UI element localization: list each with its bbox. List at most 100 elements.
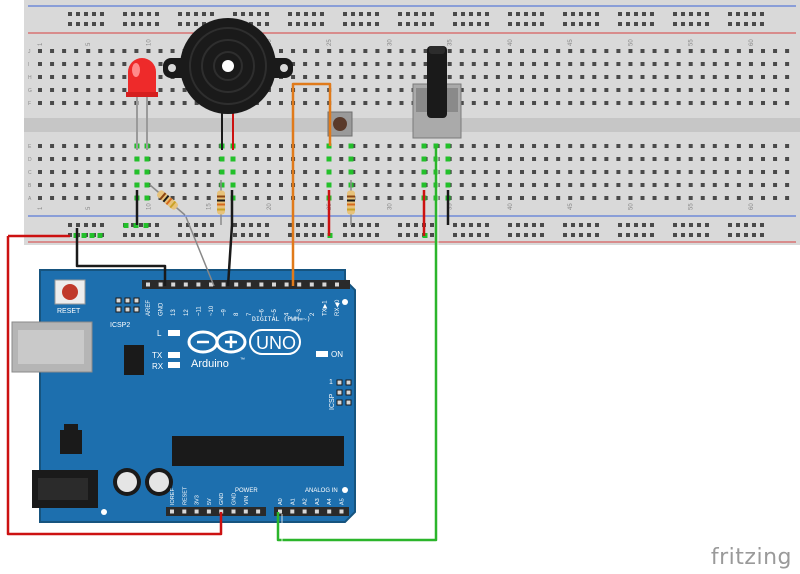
breadboard-hole <box>724 62 729 66</box>
breadboard-hole <box>712 75 717 79</box>
column-number: 60 <box>749 39 755 46</box>
rail-hole <box>618 22 622 26</box>
arduino-tm: ™ <box>240 357 245 363</box>
header-pin-label: 2 <box>310 312 316 316</box>
breadboard-hole <box>604 101 609 105</box>
breadboard-hole <box>761 62 765 66</box>
breadboard-hole <box>50 62 55 66</box>
breadboard-hole <box>688 101 693 105</box>
breadboard-hole <box>62 157 67 161</box>
header-pin-label: ~9 <box>222 308 228 316</box>
rail-hole <box>485 12 489 16</box>
breadboard-hole <box>664 196 669 200</box>
pushbutton[interactable] <box>327 111 353 137</box>
led-tx-label: TX <box>152 351 163 360</box>
breadboard-hole <box>712 196 717 200</box>
rail-hole <box>744 22 748 26</box>
connected-hole <box>123 223 129 228</box>
breadboard-hole <box>62 49 67 53</box>
breadboard-hole <box>520 62 524 66</box>
breadboard-hole <box>724 170 729 174</box>
breadboard-hole <box>507 101 512 105</box>
rail-hole <box>131 223 135 227</box>
rail-hole <box>618 233 622 237</box>
breadboard-hole <box>761 88 765 92</box>
connected-hole <box>348 156 354 162</box>
rail-hole <box>304 12 308 16</box>
breadboard-hole <box>182 183 187 187</box>
breadboard-hole <box>616 157 621 161</box>
led-on-label: ON <box>331 350 343 359</box>
breadboard-hole <box>507 62 512 66</box>
rail-hole <box>524 12 528 16</box>
rail-hole <box>705 22 709 26</box>
icsp2-pin <box>124 306 131 313</box>
breadboard-hole <box>676 196 681 200</box>
arduino-logo-text: Arduino <box>191 358 229 370</box>
header-pin-label: ~6 <box>259 308 265 316</box>
breadboard-hole <box>520 144 524 148</box>
connected-hole <box>230 182 236 188</box>
rail-hole <box>265 233 269 237</box>
breadboard-hole <box>532 101 537 105</box>
rail-hole <box>414 22 418 26</box>
breadboard-hole <box>86 49 91 53</box>
breadboard-hole <box>38 101 42 105</box>
breadboard-hole <box>146 101 151 105</box>
rail-hole <box>406 12 410 16</box>
breadboard-hole <box>652 183 657 187</box>
breadboard-hole <box>86 157 91 161</box>
breadboard-hole <box>122 101 127 105</box>
breadboard-hole <box>640 101 645 105</box>
rail-hole <box>697 223 701 227</box>
rail-hole <box>650 223 654 227</box>
reset-button[interactable] <box>54 279 86 305</box>
breadboard-hole <box>363 75 368 79</box>
resistor-body <box>157 190 178 210</box>
breadboard-hole <box>38 88 42 92</box>
rail-hole <box>76 22 80 26</box>
breadboard-hole <box>688 88 693 92</box>
power-wire-5v <box>6 236 223 536</box>
breadboard-hole <box>580 196 585 200</box>
rail-hole <box>673 223 677 227</box>
breadboard-hole <box>303 75 308 79</box>
breadboard-hole <box>158 144 163 148</box>
breadboard-hole <box>110 101 115 105</box>
rail-hole <box>92 22 96 26</box>
breadboard-hole <box>773 170 778 174</box>
breadboard-hole <box>122 157 127 161</box>
breadboard-hole <box>700 196 705 200</box>
breadboard-hole <box>38 183 42 187</box>
breadboard-hole <box>640 75 645 79</box>
resistor-body <box>217 190 225 215</box>
breadboard-hole <box>339 101 344 105</box>
rail-hole <box>241 12 245 16</box>
breadboard-hole <box>676 88 681 92</box>
header-pin-label: GND <box>232 493 238 505</box>
icsp-header <box>336 379 352 406</box>
breadboard-hole <box>616 49 621 53</box>
buzzer-center <box>222 60 234 72</box>
potentiometer[interactable] <box>412 46 462 139</box>
breadboard-hole <box>158 88 163 92</box>
breadboard-hole <box>327 49 332 53</box>
breadboard-hole <box>315 157 320 161</box>
column-number: 15 <box>207 203 213 210</box>
breadboard-hole <box>616 170 621 174</box>
rail-hole <box>571 12 575 16</box>
breadboard-hole <box>495 49 500 53</box>
header-pin <box>221 282 226 287</box>
breadboard-hole <box>351 88 356 92</box>
header-pin <box>297 282 302 287</box>
breadboard-hole <box>122 170 127 174</box>
rail-hole <box>147 22 151 26</box>
button-signal-wire <box>291 82 332 286</box>
rail-hole <box>257 223 261 227</box>
led-rim <box>126 92 158 97</box>
resistor-band <box>347 195 355 198</box>
reset-label: RESET <box>57 308 81 315</box>
